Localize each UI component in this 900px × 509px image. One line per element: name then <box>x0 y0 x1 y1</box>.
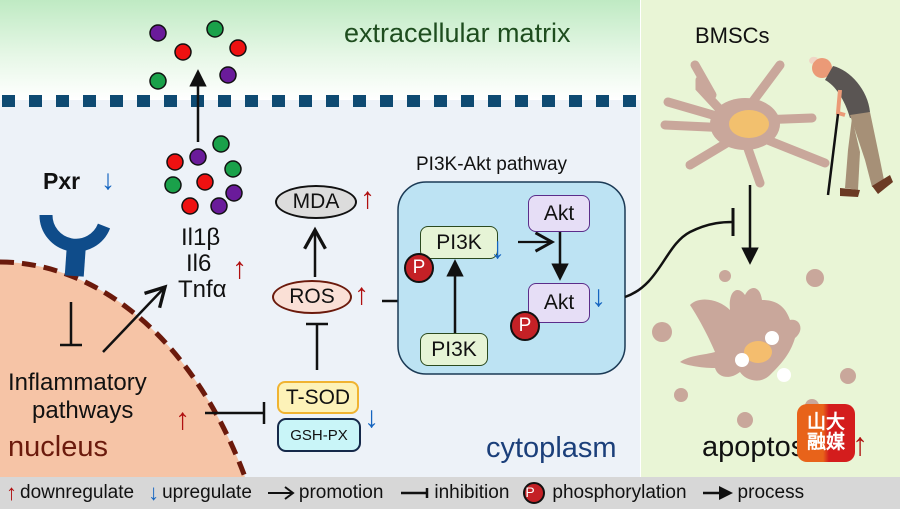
survival-signal-curve <box>624 220 734 299</box>
apoptotic-nucleus <box>744 341 772 363</box>
legend-label: downregulate <box>20 482 135 503</box>
pathways-label: pathways <box>32 397 134 424</box>
akt-down-arrow-icon: ↓ <box>591 280 606 313</box>
nucleus-label: nucleus <box>8 431 108 463</box>
legend-label: process <box>737 482 805 503</box>
il6-label: Il6 <box>186 250 212 277</box>
legend-label: phosphorylation <box>552 482 687 503</box>
pi3k-down-arrow-icon: ↓ <box>490 232 505 265</box>
legend-item-downregulate: ↑ downregulate <box>6 480 134 506</box>
tsod-node: T-SOD <box>277 381 359 414</box>
cytoplasm-label: cytoplasm <box>486 432 617 464</box>
watermark-line-1: 山大 <box>806 411 845 434</box>
phospho-pi3k-node: PI3K <box>420 226 498 259</box>
pxr-receptor-icon <box>39 214 111 277</box>
legend-label: inhibition <box>434 482 510 503</box>
red-up-arrow-icon: ↑ <box>6 480 17 505</box>
bmsc-label: BMSCs <box>695 23 770 48</box>
legend-bar: ↑ downregulate ↓ upregulate promotion in… <box>0 477 900 509</box>
watermark-line-2: 融媒 <box>806 431 845 453</box>
extracellular-matrix-label: extracellular matrix <box>344 18 571 48</box>
inhibition-bar-icon <box>401 488 429 498</box>
il1b-label: Il1β <box>181 224 221 251</box>
phospho-pi3k-badge: P <box>404 253 434 283</box>
cytokine-cluster <box>164 135 243 215</box>
watermark-logo: 山大 融媒 <box>797 404 855 462</box>
pi3k-akt-pathway-title: PI3K-Akt pathway <box>416 154 568 175</box>
apoptotic-vesicles <box>735 331 791 382</box>
mda-node: MDA <box>275 185 357 219</box>
legend-label: upregulate <box>162 482 252 503</box>
secreted-cytokines <box>149 20 247 90</box>
akt-node: Akt <box>528 195 590 232</box>
blue-down-arrow-icon: ↓ <box>148 480 160 505</box>
filled-arrow-icon <box>702 486 733 500</box>
phospho-circle-icon: P <box>523 482 546 504</box>
legend-item-promotion: promotion <box>266 482 384 504</box>
gshpx-node: GSH-PX <box>277 418 361 452</box>
tsod-inhibition-line <box>306 322 328 370</box>
pxr-label: Pxr <box>43 168 81 194</box>
nuclear-envelope <box>0 259 248 478</box>
phospho-akt-badge: P <box>510 311 540 341</box>
apoptotic-cell-icon <box>652 269 856 428</box>
tnfa-label: Tnfα <box>178 276 227 303</box>
cytokines-up-arrow-icon: ↑ <box>232 252 247 285</box>
antioxidant-down-arrow-icon: ↓ <box>364 401 379 434</box>
mda-up-arrow-icon: ↑ <box>360 182 375 215</box>
ros-up-arrow-icon: ↑ <box>354 278 369 311</box>
legend-item-inhibition: inhibition <box>397 482 509 504</box>
pxr-down-arrow-icon: ↓ <box>101 164 115 195</box>
legend-item-upregulate: ↓ upregulate <box>148 480 252 506</box>
legend-label: promotion <box>298 482 384 503</box>
pxr-inhibition-line <box>60 302 82 347</box>
elderly-person-icon <box>809 56 893 197</box>
inflammatory-inhibition-line <box>205 402 266 424</box>
inflammation-promotion-arrow <box>102 284 168 353</box>
nucleus <box>0 262 245 477</box>
pi3k-node: PI3K <box>420 333 488 366</box>
apoptosis-up-arrow-icon: ↑ <box>852 426 868 462</box>
ros-node: ROS <box>272 280 352 314</box>
apoptosis-label: apoptosis <box>702 433 812 462</box>
phospho-akt-node: Akt <box>528 283 590 323</box>
inflammatory-up-arrow-icon: ↑ <box>175 403 190 436</box>
extracellular-region <box>0 0 640 100</box>
legend-item-phosphorylation: P phosphorylation <box>523 482 687 504</box>
inflammatory-label: Inflammatory <box>8 369 147 396</box>
open-arrow-icon <box>267 486 295 500</box>
bmsc-nucleus <box>729 110 769 138</box>
legend-item-process: process <box>701 482 805 504</box>
